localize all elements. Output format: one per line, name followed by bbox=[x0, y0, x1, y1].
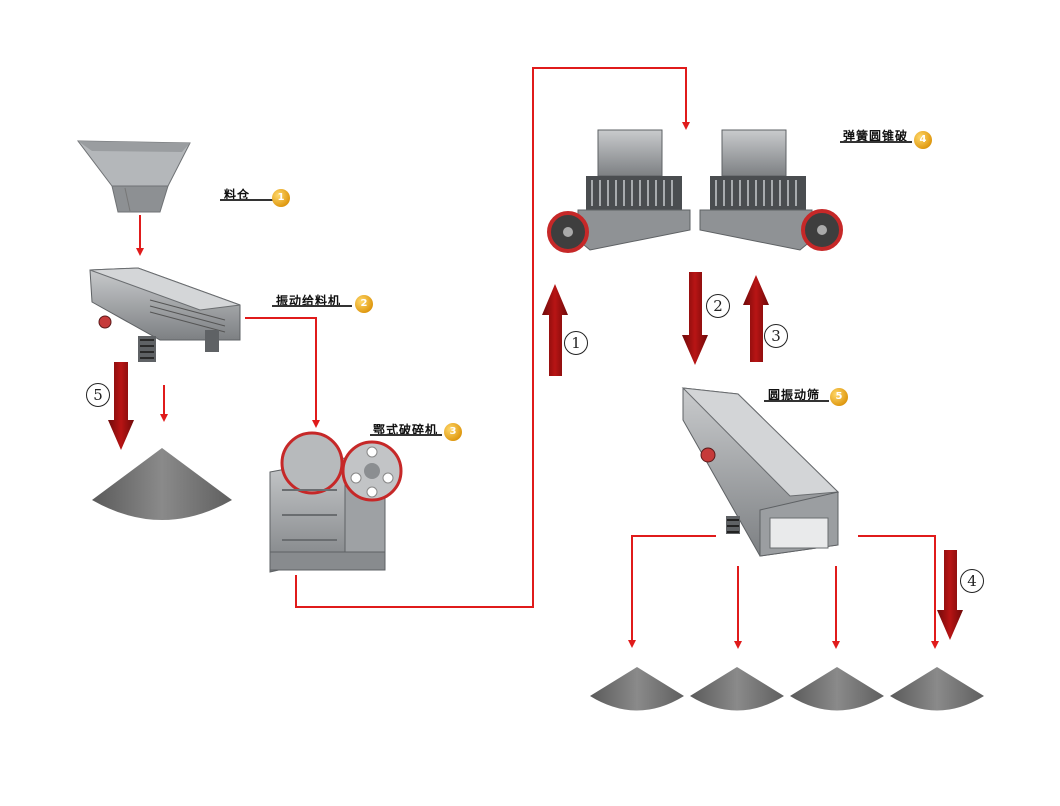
step-circle-5: 5 bbox=[86, 383, 110, 407]
badge-silo: 1 bbox=[272, 189, 290, 207]
arrow-down-4 bbox=[937, 550, 963, 640]
flow-jaw-to-cone bbox=[295, 67, 690, 608]
thick-arrows bbox=[108, 272, 963, 640]
cone-crusher-right-icon bbox=[699, 129, 843, 251]
badge-cone: 4 bbox=[914, 131, 932, 149]
step-circle-1: 1 bbox=[564, 331, 588, 355]
label-feeder: 振动给料机 bbox=[276, 294, 342, 308]
label-silo: 料仓 bbox=[224, 188, 251, 202]
jaw-crusher-icon bbox=[269, 431, 403, 573]
arrow-up-3 bbox=[743, 275, 769, 362]
pile-3 bbox=[790, 667, 884, 711]
arrow-up-1 bbox=[542, 284, 568, 376]
flow-lines bbox=[136, 67, 939, 649]
label-cone-underline bbox=[840, 141, 912, 143]
label-silo-underline bbox=[220, 199, 275, 201]
badge-feeder: 2 bbox=[355, 295, 373, 313]
label-feeder-underline bbox=[272, 305, 352, 307]
label-jaw: 鄂式破碎机 bbox=[373, 423, 439, 437]
label-screen-underline bbox=[764, 400, 829, 402]
label-cone: 弹簧圆锥破 bbox=[843, 129, 909, 143]
step-circle-2: 2 bbox=[706, 294, 730, 318]
piles bbox=[92, 448, 984, 711]
vibrating-feeder-icon bbox=[89, 267, 241, 362]
pile-4 bbox=[890, 667, 984, 711]
label-jaw-underline bbox=[370, 434, 442, 436]
silo-icon bbox=[76, 140, 191, 213]
pile-feeder bbox=[92, 448, 232, 520]
flow-screen-out-4 bbox=[858, 535, 939, 649]
label-screen: 圆振动筛 bbox=[768, 388, 821, 402]
step-circle-3: 3 bbox=[764, 324, 788, 348]
pile-2 bbox=[690, 667, 784, 711]
pile-1 bbox=[590, 667, 684, 711]
badge-jaw: 3 bbox=[444, 423, 462, 441]
flow-screen-out-1 bbox=[628, 535, 716, 648]
badge-screen: 5 bbox=[830, 388, 848, 406]
arrow-down-5 bbox=[108, 362, 134, 450]
step-circle-4: 4 bbox=[960, 569, 984, 593]
arrow-down-2 bbox=[682, 272, 708, 365]
cone-crusher-left-icon bbox=[547, 129, 691, 253]
flow-feeder-to-jaw bbox=[245, 317, 320, 428]
vibrating-screen-icon bbox=[681, 387, 840, 557]
